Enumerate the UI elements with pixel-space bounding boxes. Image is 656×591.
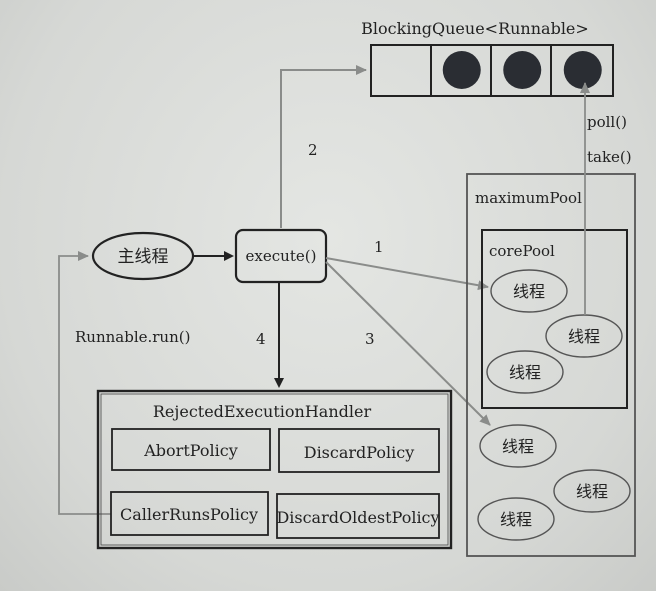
policy-label: CallerRunsPolicy [120,505,258,524]
policy-label: DiscardOldestPolicy [276,508,439,527]
policy-box [110,491,269,536]
maximum-pool-title: maximumPool [475,189,582,207]
take-label: take() [587,148,632,166]
execute-node [234,228,328,284]
max-thread-label: 线程 [576,482,608,501]
max-thread-node [553,469,631,513]
core-thread-node [490,269,568,313]
policy-box [276,493,440,539]
handler-box [96,389,453,550]
step-2-label: 2 [308,141,318,159]
max-thread-node [479,424,557,468]
queue-task-dot [442,51,481,89]
arrow-execute-to-corepool [325,257,489,291]
arrow-execute-to-queue [280,65,367,228]
queue-title: BlockingQueue<Runnable> [361,19,589,38]
policy-label: DiscardPolicy [304,443,415,462]
core-thread-node [545,314,623,358]
queue-box [370,44,614,97]
step-3-label: 3 [365,330,375,348]
handler-title: RejectedExecutionHandler [153,402,372,421]
maximum-pool-box [466,173,636,557]
arrow-execute-to-maxpool [325,261,491,426]
main-thread-label: 主线程 [118,247,169,267]
core-thread-label: 线程 [513,282,545,301]
execute-label: execute() [246,247,317,265]
max-thread-label: 线程 [502,437,534,456]
core-pool-title: corePool [489,242,555,260]
policy-box [111,428,271,471]
step-1-label: 1 [374,238,384,256]
arrow-callerruns-to-main [58,251,111,515]
core-thread-label: 线程 [509,363,541,382]
policy-box [278,428,440,473]
core-pool-box [481,229,628,409]
max-thread-label: 线程 [500,510,532,529]
core-thread-label: 线程 [568,327,600,346]
runnable-run-label: Runnable.run() [75,328,190,346]
policy-label: AbortPolicy [143,441,238,460]
poll-label: poll() [587,113,627,131]
core-thread-node [486,350,564,394]
max-thread-node [477,497,555,541]
queue-task-dot [503,51,542,89]
queue-task-dot [563,51,602,89]
step-4-label: 4 [256,330,266,348]
